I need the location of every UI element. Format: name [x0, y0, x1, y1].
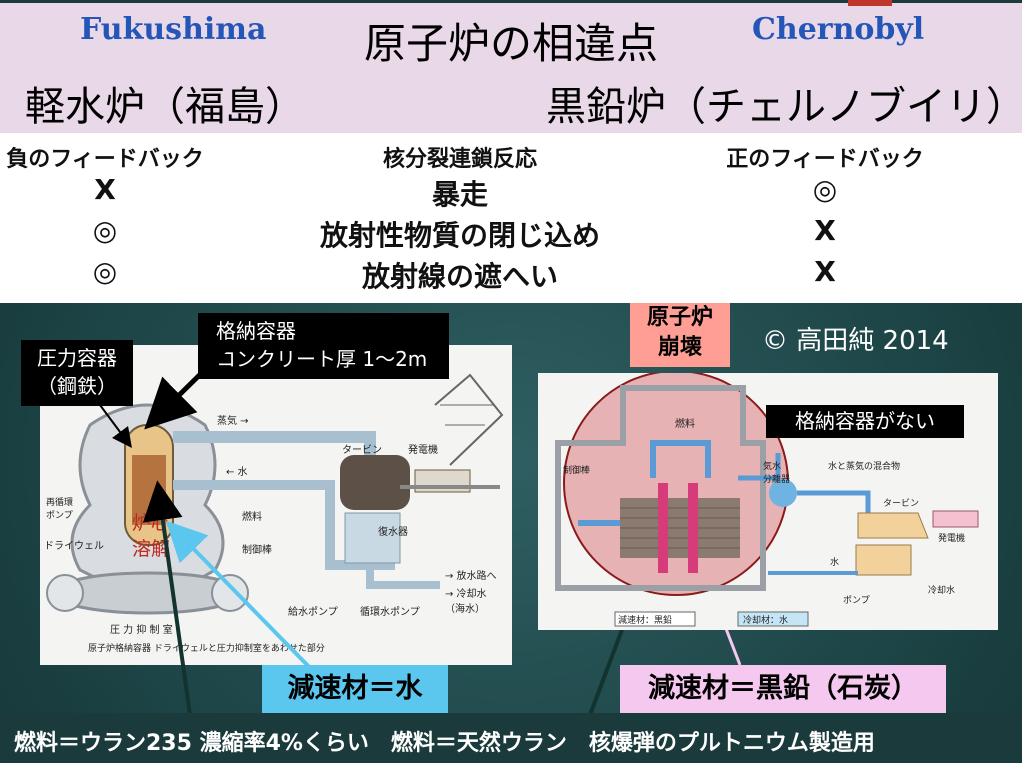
recirc-pump-label: 再循環 ポンプ — [46, 498, 74, 521]
fuel-label: 燃料 — [242, 512, 262, 523]
rbmk-pump-label: ポンプ — [843, 596, 870, 606]
graphite-moderator-caption: 減速材：黒鉛 — [618, 616, 673, 626]
cell-right: ◎ — [812, 173, 838, 206]
light-water-reactor-label: 軽水炉（福島） — [25, 84, 305, 130]
feed-pump-label: 給水ポンプ — [288, 607, 338, 618]
table-row: X 暴走 ◎ — [0, 173, 1022, 213]
diagram-caption: 原子炉格納容器 ドライウェルと圧力抑制室をあわせた部分 — [88, 644, 325, 654]
rbmk-cooling-water-label: 冷却水 — [928, 586, 956, 596]
control-rod-label: 制御棒 — [242, 545, 272, 556]
cell-criterion: 放射性物質の閉じ込め — [319, 219, 600, 252]
discharge-label: → 放水路へ — [445, 571, 497, 582]
footer-text: 燃料＝ウラン235 濃縮率4%くらい 燃料＝天然ウラン 核爆弾のプルトニウム製造… — [14, 731, 875, 756]
top-accent — [848, 0, 892, 6]
water-label: ← 水 — [226, 467, 248, 478]
page-title: 原子炉の相違点 — [363, 19, 658, 68]
cell-criterion: 放射線の遮へい — [361, 260, 558, 293]
cell-left: ◎ — [92, 214, 118, 247]
fukushima-label: Fukushima — [80, 12, 267, 47]
generator-label: 発電機 — [408, 445, 438, 456]
rbmk-fuel-label: 燃料 — [675, 419, 695, 430]
header-positive-feedback: 正のフィードバック — [726, 147, 924, 172]
graphite-reactor-label: 黒鉛炉（チェルノブイリ） — [546, 84, 1022, 130]
water-coolant-caption: 冷却材：水 — [743, 616, 789, 626]
steam-label: 蒸気 → — [217, 416, 249, 427]
rbmk-turbine-label: タービン — [883, 499, 920, 509]
containment-label: 格納容器 コンクリート厚 1～2m — [198, 313, 449, 379]
condenser-label: 復水器 — [378, 527, 408, 538]
circ-pump-label: 循環水ポンプ — [360, 607, 420, 618]
cell-right: X — [814, 214, 836, 247]
header-panel: Fukushima Chernobyl 原子炉の相違点 軽水炉（福島） 黒鉛炉（… — [0, 0, 1022, 133]
cell-right: X — [814, 255, 836, 288]
rbmk-control-rod-label: 制御棒 — [563, 466, 591, 476]
comparison-table: 負のフィードバック 核分裂連鎖反応 正のフィードバック X 暴走 ◎ ◎ 放射性… — [0, 133, 1022, 303]
table-header-row: 負のフィードバック 核分裂連鎖反応 正のフィードバック — [0, 141, 1022, 181]
cooling-water-label: → 冷却水 （海水） — [445, 589, 487, 615]
no-containment-label: 格納容器がない — [766, 405, 964, 438]
footer-bar: 燃料＝ウラン235 濃縮率4%くらい 燃料＝天然ウラン 核爆弾のプルトニウム製造… — [0, 713, 1022, 763]
top-bar — [0, 0, 1022, 3]
table-row: ◎ 放射線の遮へい X — [0, 255, 1022, 295]
table-row: ◎ 放射性物質の閉じ込め X — [0, 214, 1022, 254]
reactor-collapse-badge: 原子炉 崩壊 — [630, 303, 730, 367]
cell-left: ◎ — [92, 255, 118, 288]
cell-criterion: 暴走 — [431, 178, 488, 211]
rbmk-water-label: 水 — [830, 558, 840, 568]
suppression-chamber-label: 圧 力 抑 制 室 — [110, 625, 173, 636]
pressure-vessel-label: 圧力容器 （鋼鉄） — [21, 340, 133, 406]
header-negative-feedback: 負のフィードバック — [6, 147, 204, 172]
drywell-label: ドライウェル — [44, 541, 104, 552]
chernobyl-label: Chernobyl — [752, 12, 925, 47]
cell-left: X — [94, 173, 116, 206]
water-moderator-label: 減速材＝水 — [262, 665, 448, 713]
header-chain-reaction: 核分裂連鎖反応 — [382, 147, 537, 172]
rbmk-schematic — [555, 373, 979, 627]
graphite-moderator-label: 減速材＝黒鉛（石炭） — [620, 665, 946, 713]
copyright-text: © 高田純 2014 — [762, 326, 949, 356]
rbmk-generator-label: 発電機 — [938, 534, 966, 544]
steam-separator-label: 気水 分離器 — [763, 462, 791, 485]
turbine-label: タービン — [342, 445, 382, 456]
water-steam-mix-label: 水と蒸気の混合物 — [828, 462, 901, 472]
